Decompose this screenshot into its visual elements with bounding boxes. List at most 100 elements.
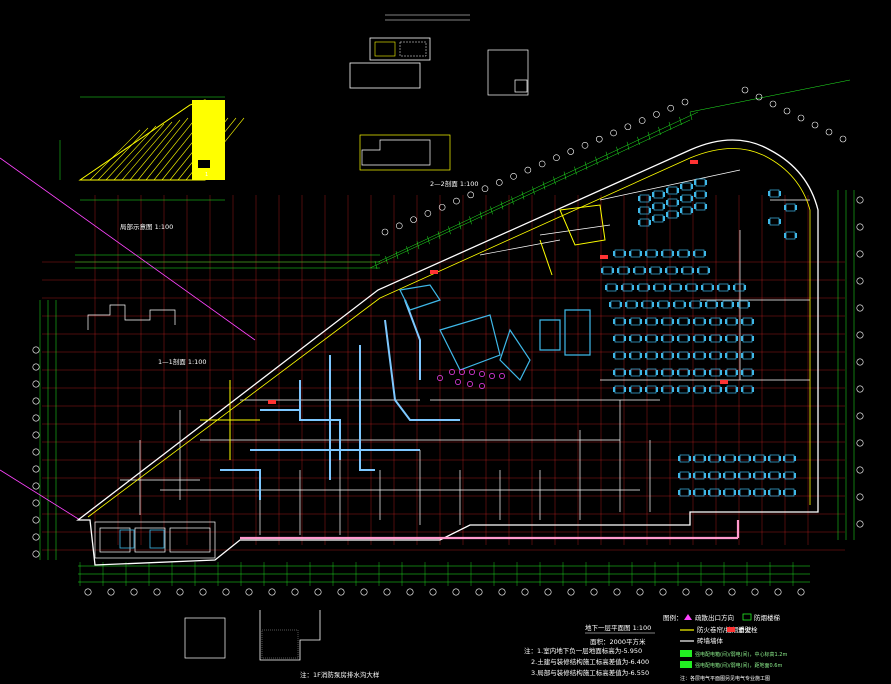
legend-title: 图例： [663, 613, 683, 622]
grid-bubble [32, 363, 40, 371]
grid-bubble [32, 516, 40, 524]
chair [624, 319, 626, 324]
grid-bubble [659, 588, 667, 596]
grid-bubble [337, 588, 345, 596]
chair [656, 353, 658, 358]
chair [645, 387, 647, 392]
grid-bubble [624, 123, 632, 131]
chair [752, 370, 754, 375]
grid-bubble [32, 482, 40, 490]
chair [644, 268, 646, 273]
chair [689, 456, 691, 461]
chair [645, 251, 647, 256]
chair [764, 456, 766, 461]
chair [768, 490, 770, 495]
hatch-line [113, 123, 165, 181]
chair [693, 473, 695, 478]
chair [738, 456, 740, 461]
grid-bubble [32, 431, 40, 439]
chair [640, 353, 642, 358]
chair [741, 319, 743, 324]
chair [734, 473, 736, 478]
chair [794, 490, 796, 495]
chair [624, 353, 626, 358]
note-line-2: 2.土建与装修结构施工标高差值为-6.400 [531, 657, 649, 666]
chair [779, 490, 781, 495]
chair [693, 456, 695, 461]
chair [624, 370, 626, 375]
chair [681, 268, 683, 273]
grid-bubble [856, 520, 864, 528]
chair [744, 285, 746, 290]
grid-bubble [245, 588, 253, 596]
grid-bubble [32, 380, 40, 388]
equipment-block [119, 529, 135, 549]
stair-icon [742, 613, 752, 621]
chair [732, 302, 734, 307]
chair [661, 336, 663, 341]
chair [693, 387, 695, 392]
chair [794, 456, 796, 461]
chair [661, 370, 663, 375]
grid-bubble [811, 121, 819, 129]
chair [704, 353, 706, 358]
grid-bubble [856, 250, 864, 258]
chair [680, 285, 682, 290]
chair [656, 370, 658, 375]
dimension-tick [563, 171, 567, 180]
grid-bubble [410, 216, 417, 223]
chair [613, 387, 615, 392]
dimension-tick [437, 231, 441, 240]
chair [612, 268, 614, 273]
chair [720, 370, 722, 375]
hatch-line [89, 129, 141, 181]
chair [672, 336, 674, 341]
chair [625, 302, 627, 307]
dimension-tick [542, 181, 546, 190]
grid-bubble [383, 588, 391, 596]
legend-label-4: 砖墙墙体 [697, 636, 724, 645]
hatch-line [145, 117, 197, 181]
legend-label-0: 疏散出口方向 [695, 613, 734, 622]
chair [613, 353, 615, 358]
chair [749, 473, 751, 478]
chair [677, 336, 679, 341]
chair [678, 456, 680, 461]
grid-bubble [314, 588, 322, 596]
chair [717, 285, 719, 290]
dimension-tick [416, 241, 420, 250]
grid-bubble [613, 588, 621, 596]
grid-bubble [705, 588, 713, 596]
dimension-tick [616, 146, 619, 155]
chair [709, 336, 711, 341]
chair [688, 336, 690, 341]
grid-bubble [856, 412, 864, 420]
chair [613, 336, 615, 341]
grid-bubble [856, 277, 864, 285]
legend-label-2: 防火卷帘/挡烟垂壁 [697, 625, 752, 634]
chair [676, 268, 678, 273]
dimension-tick [637, 136, 640, 145]
chair [680, 208, 682, 213]
dimension-tick [395, 251, 399, 260]
chair [723, 490, 725, 495]
chair [636, 302, 638, 307]
chair [701, 285, 703, 290]
grid-bubble [581, 142, 589, 149]
chair [753, 473, 755, 478]
grid-bubble [467, 191, 475, 199]
grid-bubble [797, 588, 805, 596]
pit-detail-caption: 注：1F消防泵房排水沟大样 [300, 670, 380, 679]
chair [613, 251, 615, 256]
grid-bubble [825, 128, 833, 136]
chair [725, 319, 727, 324]
grid-bubble [755, 93, 763, 101]
hatch-line [129, 119, 181, 181]
grid-bubble [475, 588, 483, 596]
grid-bubble [728, 588, 736, 596]
chair [779, 456, 781, 461]
chair [620, 302, 622, 307]
magenta-reference-line [0, 157, 256, 341]
chair [734, 490, 736, 495]
chair [678, 490, 680, 495]
